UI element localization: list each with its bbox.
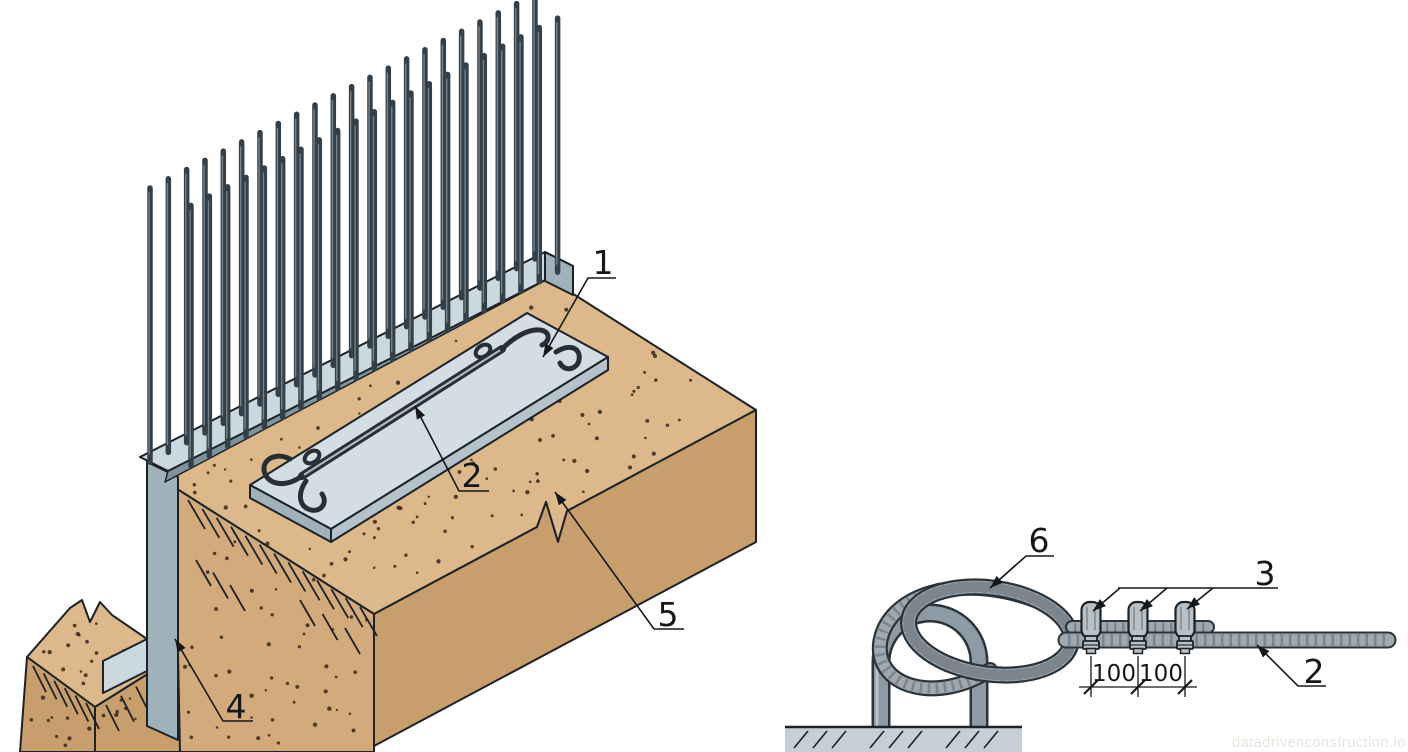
watermark: datadrivenconstruction.io [1232,735,1406,751]
rebar-dowels [147,0,561,469]
cable-clamp [1127,600,1149,655]
cable-clamps [1080,600,1196,655]
cable-clamp [1174,600,1196,655]
cable-near-ring [302,448,322,466]
callout-4-wall: 4 [226,687,247,726]
dimension-lines [1079,656,1197,697]
callout-2-cable: 2 [462,456,483,495]
cable-near-curl [261,453,305,487]
cable-near-hook [297,478,327,513]
callout-1-slab: 1 [593,243,614,282]
anchor-slab [249,312,609,543]
wall-stem-face [146,461,179,741]
callout-6-rope-loop: 6 [1029,521,1050,560]
cable-far-hook [553,344,582,372]
wall-footing-face [102,638,148,694]
cable-loop-detail [785,578,1397,752]
safety-cable-on-slab [261,327,582,513]
cable-far-wrap [499,327,551,352]
cable-far-ring [473,342,493,360]
cable-clamp [1080,600,1102,655]
dimension-100-b: 100 [1139,661,1183,687]
soil-front-face [373,409,757,747]
soil-terrace-face [19,656,96,752]
callout-3-clamps: 3 [1255,554,1276,593]
dimension-100-a: 100 [1092,661,1136,687]
callout-2-rope: 2 [1304,652,1325,691]
callout-5-soil: 5 [658,595,679,634]
slab-right-face [330,356,609,543]
callout-leaders [174,277,1326,722]
concrete-base [785,725,1022,752]
